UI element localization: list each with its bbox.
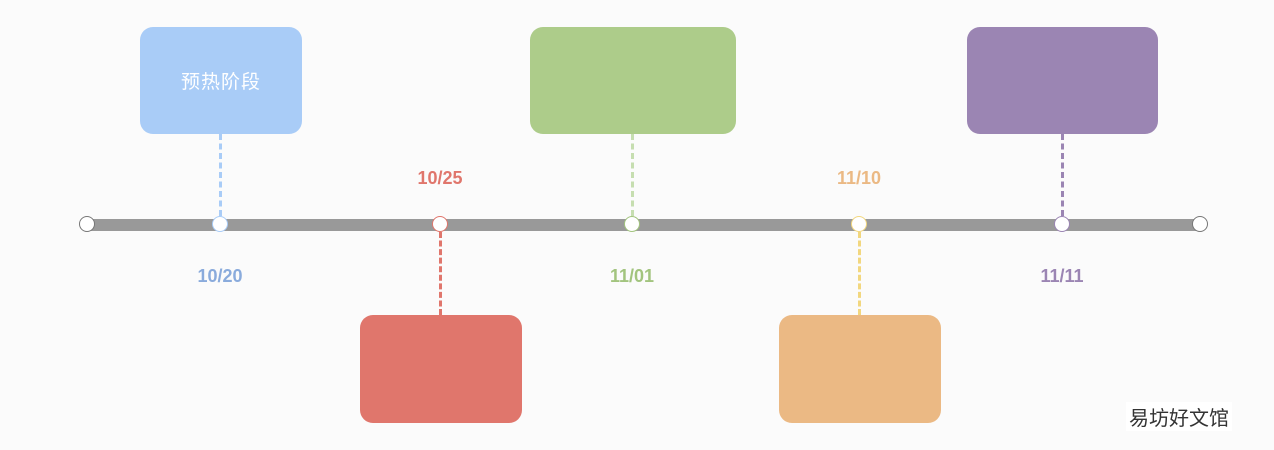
event-card-1101 bbox=[530, 27, 736, 134]
event-node-1020 bbox=[212, 216, 228, 232]
event-connector-1101 bbox=[631, 134, 634, 216]
timeline-start-node bbox=[79, 216, 95, 232]
event-connector-1025 bbox=[439, 232, 442, 315]
event-node-1025 bbox=[432, 216, 448, 232]
event-node-1101 bbox=[624, 216, 640, 232]
event-date-1025: 10/25 bbox=[417, 168, 463, 188]
event-date-1020: 10/20 bbox=[197, 266, 243, 286]
event-date-1111: 11/11 bbox=[1040, 266, 1084, 286]
watermark-text: 易坊好文馆 bbox=[1126, 402, 1232, 431]
timeline-track bbox=[88, 219, 1200, 231]
event-connector-1111 bbox=[1061, 134, 1064, 216]
event-connector-1110 bbox=[858, 232, 861, 315]
event-node-1111 bbox=[1054, 216, 1070, 232]
event-date-1110: 11/10 bbox=[836, 168, 882, 188]
timeline-end-node bbox=[1192, 216, 1208, 232]
event-date-1101: 11/01 bbox=[609, 266, 655, 286]
event-card-1025 bbox=[360, 315, 522, 423]
event-connector-1020 bbox=[219, 134, 222, 216]
event-card-1020: 预热阶段 bbox=[140, 27, 302, 134]
event-card-1111 bbox=[967, 27, 1158, 134]
event-node-1110 bbox=[851, 216, 867, 232]
event-card-1110 bbox=[779, 315, 941, 423]
